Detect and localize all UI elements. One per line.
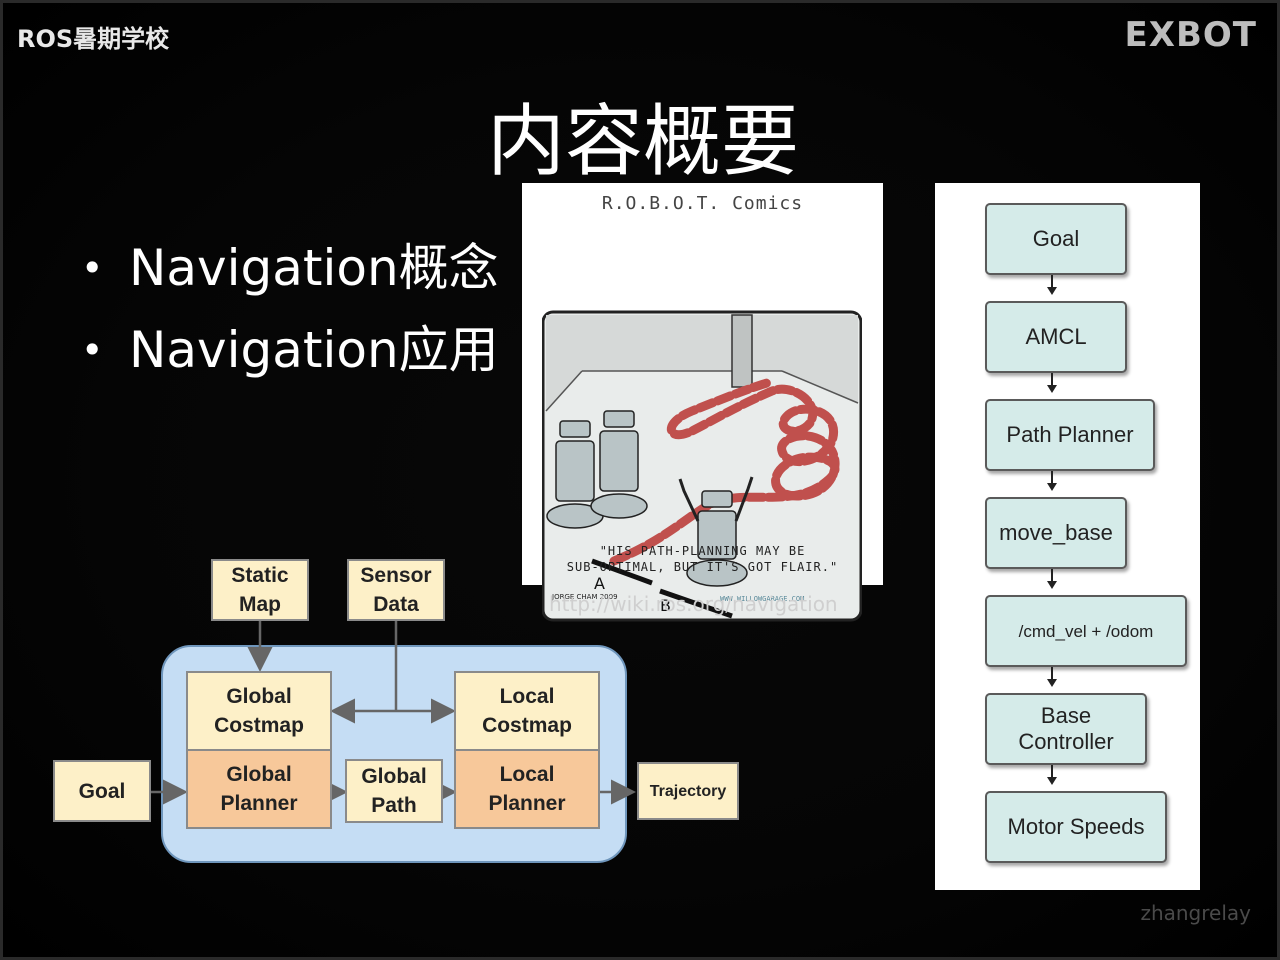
navigation-diagram: Static Map Sensor Data Global Costmap Gl…	[51, 557, 751, 867]
flow-step-motor-speeds: Motor Speeds	[985, 791, 1167, 863]
watermark: zhangrelay	[1140, 901, 1251, 925]
bullet-dot-icon: •	[81, 246, 104, 290]
global-path-box: Global Path	[345, 759, 443, 823]
bullet-text: Navigation应用	[129, 321, 499, 379]
bullet-item: • Navigation应用	[81, 317, 499, 399]
goal-box: Goal	[53, 760, 151, 822]
local-planner-box: Local Planner	[454, 749, 600, 829]
comic-illustration: A B JORGE CHAM 2009 WWW.WILLOWGARAGE.COM	[542, 310, 862, 622]
flowchart: Goal AMCL Path Planner move_base /cmd_ve…	[935, 183, 1200, 890]
global-planner-box: Global Planner	[186, 749, 332, 829]
bullet-dot-icon: •	[81, 328, 104, 372]
flow-step-cmd-vel-odom: /cmd_vel + /odom	[985, 595, 1187, 667]
comic-label-b: B	[660, 596, 671, 615]
flow-step-path-planner: Path Planner	[985, 399, 1155, 471]
comic-image: R.O.B.O.T. Comics A B	[522, 183, 883, 622]
flow-step-move-base: move_base	[985, 497, 1127, 569]
global-costmap-box: Global Costmap	[186, 671, 332, 751]
static-map-box: Static Map	[211, 559, 309, 621]
flow-arrow	[1047, 373, 1057, 393]
flow-arrow	[1047, 569, 1057, 589]
bullet-text: Navigation概念	[129, 239, 499, 297]
flow-arrow	[1047, 275, 1057, 295]
comic-author: JORGE CHAM 2009	[551, 593, 618, 601]
comic-label-a: A	[594, 574, 605, 593]
comic-title: R.O.B.O.T. Comics	[601, 193, 804, 214]
bullet-list: • Navigation概念 • Navigation应用	[81, 235, 499, 399]
local-costmap-box: Local Costmap	[454, 671, 600, 751]
comic-caption: "HIS PATH-PLANNING MAY BE SUB-OPTIMAL, B…	[522, 543, 883, 575]
flow-arrow	[1047, 667, 1057, 687]
trajectory-box: Trajectory	[637, 762, 739, 820]
comic-caption-line: "HIS PATH-PLANNING MAY BE	[599, 544, 806, 558]
flow-arrow	[1047, 765, 1057, 785]
diagram-connectors	[151, 621, 636, 805]
sensor-data-box: Sensor Data	[347, 559, 445, 621]
brand-left: ROS暑期学校	[17, 25, 170, 53]
flow-step-goal: Goal	[985, 203, 1127, 275]
flow-step-base-controller: Base Controller	[985, 693, 1147, 765]
comic-caption-line: SUB-OPTIMAL, BUT IT'S GOT FLAIR."	[566, 560, 839, 574]
bullet-item: • Navigation概念	[81, 235, 499, 317]
flow-arrow	[1047, 471, 1057, 491]
slide-title: 内容概要	[486, 97, 799, 187]
source-url: http://wiki.ros.org/navigation	[549, 592, 838, 616]
brand-right: EXBOT	[1124, 15, 1257, 55]
flow-step-amcl: AMCL	[985, 301, 1127, 373]
comic-site: WWW.WILLOWGARAGE.COM	[720, 595, 804, 603]
